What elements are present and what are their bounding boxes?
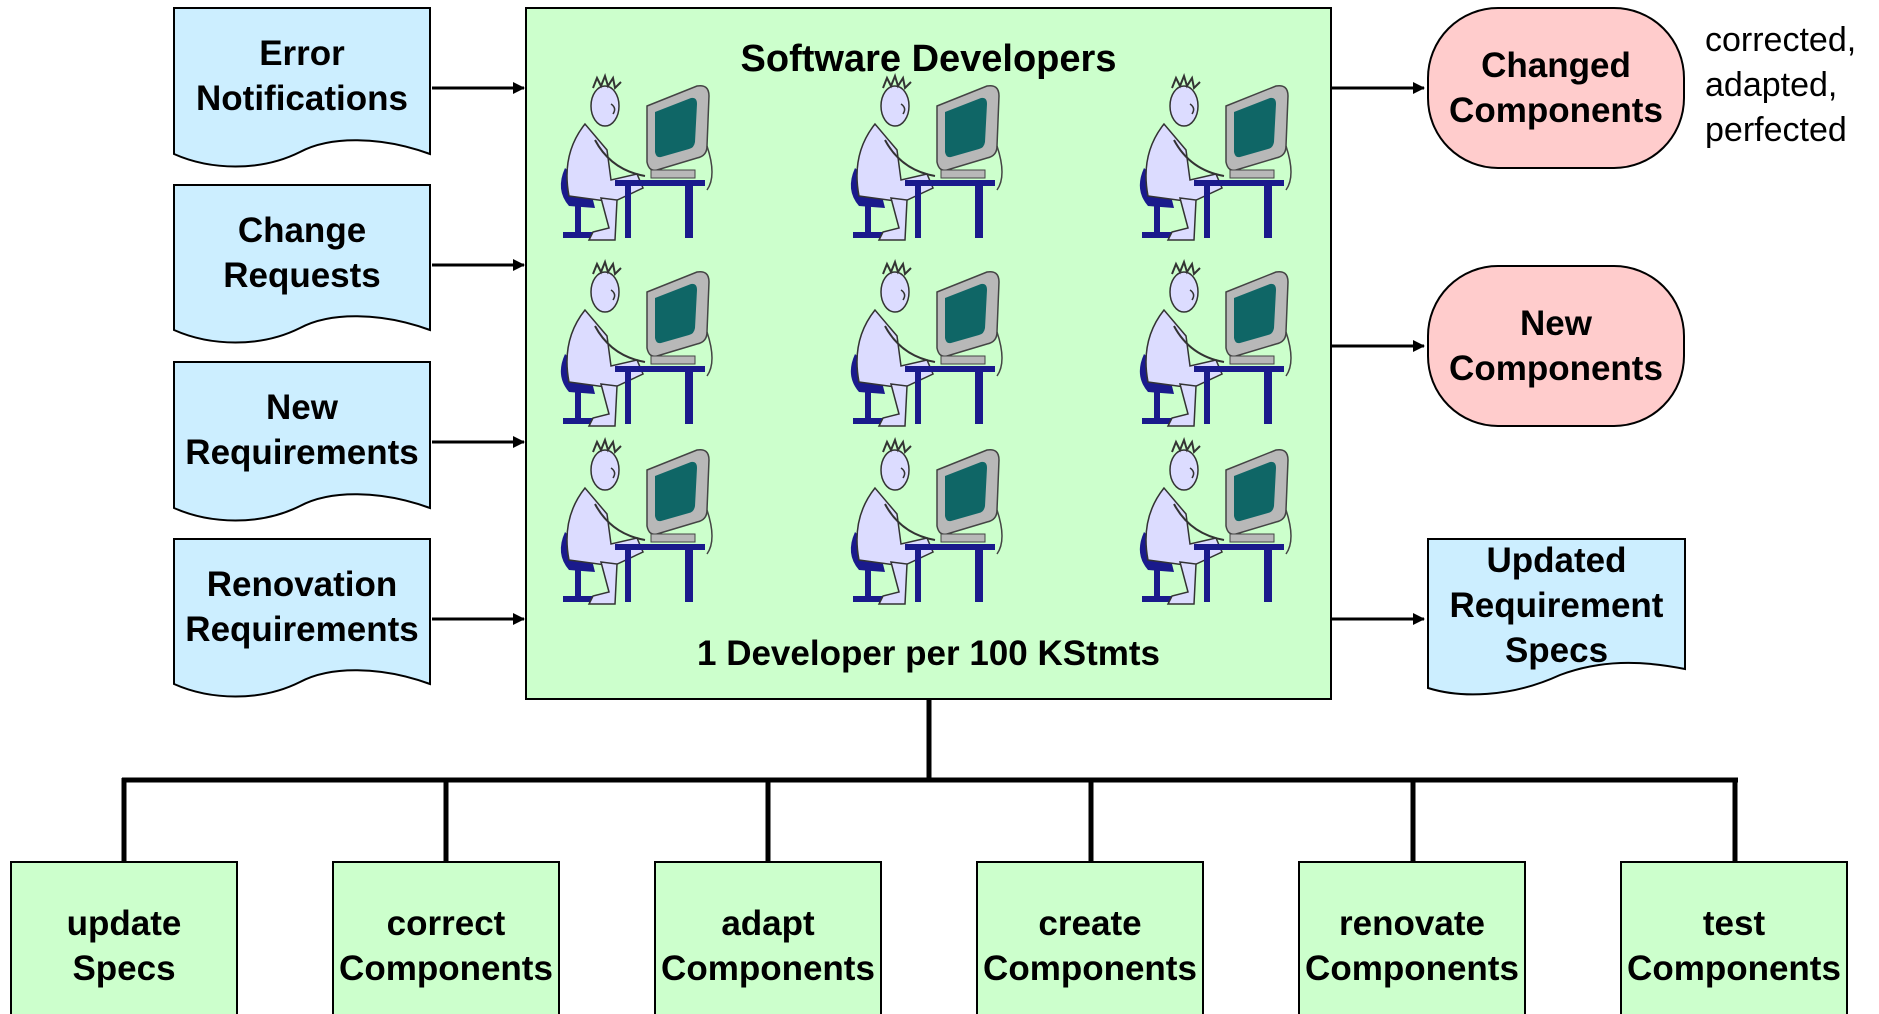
developers-footer: 1 Developer per 100 KStmts bbox=[697, 633, 1160, 673]
doc-shape-new-requirements bbox=[173, 361, 431, 522]
task-box-renovate-components bbox=[1298, 861, 1526, 1014]
note-line: adapted, bbox=[1705, 66, 1838, 104]
task-label-line: Components bbox=[1627, 949, 1841, 988]
task-label-line: test bbox=[1702, 904, 1766, 943]
output-label-line: Updated bbox=[1486, 540, 1627, 580]
input-label-line: Requests bbox=[223, 256, 381, 295]
input-label-line: Error bbox=[259, 34, 345, 73]
changed-components-note: corrected, adapted, perfected bbox=[1705, 18, 1856, 153]
task-test-components: test Components bbox=[1621, 896, 1847, 996]
task-label-line: Specs bbox=[72, 949, 176, 988]
input-change-requests: Change Requests bbox=[174, 203, 430, 303]
task-label-line: Components bbox=[983, 949, 1197, 988]
output-label-line: Components bbox=[1449, 91, 1663, 130]
output-arrows bbox=[1332, 82, 1425, 625]
task-box-test-components bbox=[1620, 861, 1848, 1014]
input-label-line: Change bbox=[237, 211, 367, 250]
task-tree-connectors bbox=[121, 700, 1738, 862]
task-box-correct-components bbox=[332, 861, 560, 1014]
updated-specs-shape bbox=[1427, 538, 1686, 696]
input-label-line: New bbox=[266, 388, 338, 427]
input-label-line: Requirements bbox=[185, 433, 419, 472]
task-label-line: correct bbox=[386, 904, 506, 943]
task-label-line: update bbox=[66, 904, 182, 943]
task-renovate-components: renovate Components bbox=[1299, 896, 1525, 996]
task-label-line: renovate bbox=[1339, 904, 1485, 943]
task-label-line: create bbox=[1038, 904, 1142, 943]
input-label-line: Notifications bbox=[196, 79, 408, 118]
doc-shape-change-requests bbox=[173, 184, 431, 344]
output-label-line: Components bbox=[1449, 349, 1663, 388]
input-renovation-requirements: Renovation Requirements bbox=[174, 557, 430, 657]
doc-shape-renovation-requirements bbox=[173, 538, 431, 698]
output-label-line: Requirement bbox=[1449, 585, 1664, 625]
note-line: corrected, bbox=[1705, 21, 1857, 59]
new-components-shape bbox=[1427, 265, 1685, 427]
output-updated-requirement-specs: Updated Requirement Specs bbox=[1428, 537, 1685, 673]
input-arrows bbox=[432, 82, 525, 625]
output-new-components: New Components bbox=[1428, 296, 1684, 396]
developers-title: Software Developers bbox=[740, 37, 1117, 80]
doc-shape-error-notifications bbox=[173, 7, 431, 168]
input-error-notifications: Error Notifications bbox=[174, 26, 430, 126]
task-create-components: create Components bbox=[977, 896, 1203, 996]
note-line: perfected bbox=[1705, 111, 1847, 149]
task-label-line: Components bbox=[1305, 949, 1519, 988]
output-changed-components: Changed Components bbox=[1428, 38, 1684, 138]
task-label-line: Components bbox=[661, 949, 875, 988]
output-label-line: Specs bbox=[1504, 630, 1609, 670]
changed-components-shape bbox=[1427, 7, 1685, 169]
task-label-line: adapt bbox=[721, 904, 815, 943]
task-adapt-components: adapt Components bbox=[655, 896, 881, 996]
task-correct-components: correct Components bbox=[333, 896, 559, 996]
output-label-line: New bbox=[1520, 304, 1592, 343]
task-label-line: Components bbox=[339, 949, 553, 988]
input-new-requirements: New Requirements bbox=[174, 380, 430, 480]
task-update-specs: update Specs bbox=[11, 896, 237, 996]
task-box-update-specs bbox=[10, 861, 238, 1014]
task-box-create-components bbox=[976, 861, 1204, 1014]
input-label-line: Requirements bbox=[185, 610, 419, 649]
task-box-adapt-components bbox=[654, 861, 882, 1014]
input-label-line: Renovation bbox=[206, 565, 398, 604]
output-label-line: Changed bbox=[1481, 46, 1631, 85]
task-boxes bbox=[10, 861, 1848, 1014]
input-documents bbox=[173, 7, 431, 698]
